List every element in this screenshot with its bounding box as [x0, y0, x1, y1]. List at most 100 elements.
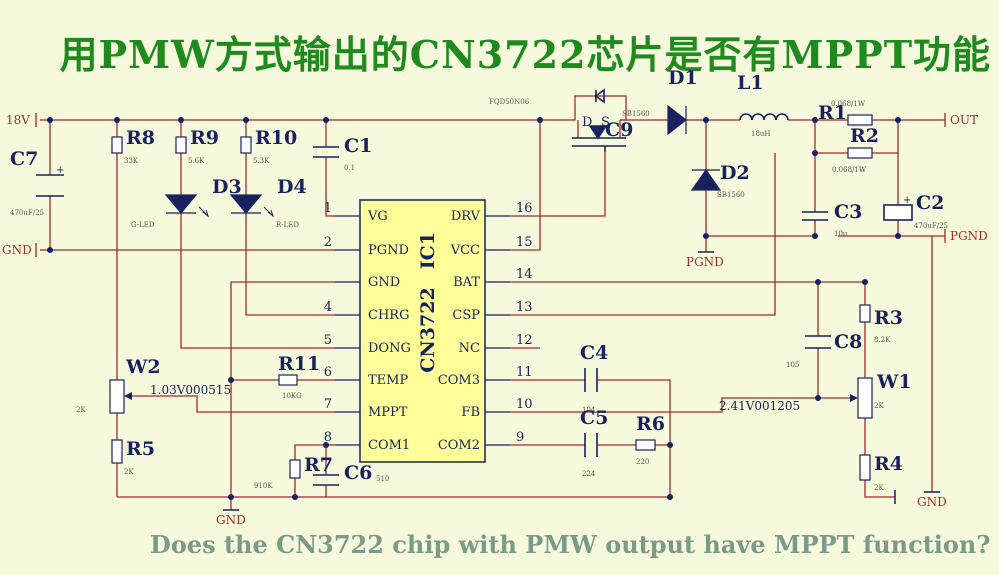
- r3-ref: R3: [874, 307, 903, 329]
- capacitors: [36, 146, 913, 486]
- ic-pin-number: 5: [324, 333, 332, 348]
- r3-value: 8.2K: [874, 336, 891, 344]
- w2-value: 2K: [76, 406, 86, 414]
- l1-value: 18uH: [751, 130, 771, 138]
- r10-ref: R10: [255, 127, 297, 149]
- r5-ref: R5: [126, 438, 155, 460]
- r4-ref: R4: [874, 453, 903, 475]
- ic-pin-name: COM3: [438, 373, 480, 388]
- d2-value: SB1560: [717, 191, 745, 199]
- d1-value: SB1560: [622, 110, 650, 118]
- ic-pin-name: CSP: [452, 308, 480, 323]
- r4-value: 2K: [874, 484, 884, 492]
- net-gnd-right: GND: [917, 495, 947, 509]
- d3-ref: D3: [212, 176, 242, 198]
- r6-value: 220: [636, 458, 649, 466]
- ic-part: CN3722: [417, 287, 439, 372]
- ic-pin-lines: [335, 215, 510, 446]
- net-18v: 18V: [6, 113, 30, 127]
- c3-ref: C3: [834, 201, 862, 223]
- ic-pin-number: 9: [516, 430, 524, 445]
- svg-text:+: +: [56, 165, 64, 176]
- ic-pin-name: TEMP: [368, 373, 408, 388]
- c1-ref: C1: [344, 135, 372, 157]
- r8-ref: R8: [126, 127, 155, 149]
- c1-value: 0.1: [344, 164, 355, 172]
- ic-pin-name: VG: [367, 209, 388, 224]
- c8-ref: C8: [834, 331, 862, 353]
- r9-value: 5.6K: [188, 157, 205, 165]
- d1-ref: D1: [668, 67, 698, 89]
- r11-ref: R11: [278, 353, 320, 375]
- q-value: FQD50N06: [489, 98, 530, 106]
- d2-ref: D2: [720, 162, 750, 184]
- ic-pin-name: DONG: [368, 341, 411, 356]
- c7-ref: C7: [10, 148, 38, 170]
- ic-pin-name: MPPT: [368, 405, 408, 420]
- net-gnd-bottom: GND: [216, 513, 246, 527]
- ic-pin-number: 4: [324, 300, 332, 315]
- r7-ref: R7: [304, 454, 333, 476]
- ic-pin-number: 1: [324, 201, 332, 216]
- r8-value: 33K: [124, 157, 139, 165]
- c6-ref: C6: [344, 462, 372, 484]
- net-out: OUT: [950, 113, 978, 127]
- c4-ref: C4: [580, 342, 608, 364]
- diodes: [164, 104, 722, 214]
- q-source: S: [601, 115, 610, 130]
- page-title: 用PMW方式输出的CN3722芯片是否有MPPT功能: [59, 32, 991, 77]
- r7-value: 910K: [254, 482, 273, 490]
- r2-value: 0.068/1W: [832, 166, 867, 174]
- c4-value: 104: [582, 406, 596, 414]
- c5-value: 224: [582, 470, 596, 478]
- c3-value: 10u: [834, 230, 848, 238]
- fb-voltage: 2.41V001205: [719, 399, 800, 413]
- c6-value: 510: [376, 475, 389, 483]
- ic-pin-number: 14: [516, 267, 533, 282]
- junction-dots: [47, 117, 901, 500]
- inductor: [739, 113, 789, 121]
- c5-ref: C5: [580, 407, 608, 429]
- ic-pin-number: 7: [324, 397, 332, 412]
- ic-pin-number: 10: [516, 397, 533, 412]
- ic-pin-name: PGND: [368, 243, 409, 258]
- ic-body: [359, 199, 486, 463]
- d4-ref: D4: [277, 176, 307, 198]
- led-arrows: [198, 206, 275, 218]
- ic-pin-number: 6: [324, 365, 332, 380]
- net-gnd-left: GND: [2, 243, 32, 257]
- r5-value: 2K: [124, 468, 134, 476]
- ic-pin-name: BAT: [453, 275, 480, 290]
- ic-pin-name: CHRG: [368, 308, 409, 323]
- c7-value: 470uF/25: [10, 209, 44, 217]
- ground-symbols: [223, 251, 940, 511]
- r10-value: 5.3K: [253, 157, 270, 165]
- wires: [35, 95, 946, 510]
- w1-ref: W1: [876, 371, 912, 393]
- r6-ref: R6: [636, 413, 665, 435]
- c2-value: 470uF/25: [914, 222, 948, 230]
- net-pgnd-d2: PGND: [686, 255, 724, 269]
- ic-pin-number: 11: [516, 365, 533, 380]
- pot-arrows: [124, 392, 858, 402]
- w1-value: 2K: [874, 402, 884, 410]
- ic-pin-name: COM2: [438, 438, 480, 453]
- c2-ref: C2: [916, 192, 944, 214]
- c8-value: 105: [786, 361, 799, 369]
- cap-polarity: ++: [56, 165, 911, 206]
- d3-value: G-LED: [131, 221, 155, 229]
- l1-ref: L1: [737, 72, 764, 94]
- ic-pins: 1VG2PGNDGND4CHRG5DONG6TEMP7MPPT8COM116DR…: [324, 201, 533, 453]
- ic-ref: IC1: [417, 232, 439, 269]
- q-ref: C9: [605, 119, 633, 141]
- ic-pin-number: 16: [516, 201, 533, 216]
- ic-pin-name: DRV: [451, 209, 481, 224]
- mosfet: [572, 88, 626, 152]
- ic-pin-number: 12: [516, 333, 533, 348]
- ic-pin-name: GND: [368, 275, 400, 290]
- ic-pin-number: 2: [324, 235, 332, 250]
- ic-pin-number: 15: [516, 235, 533, 250]
- r1-value: 0.068/1W: [831, 100, 866, 108]
- resistors: [109, 114, 873, 481]
